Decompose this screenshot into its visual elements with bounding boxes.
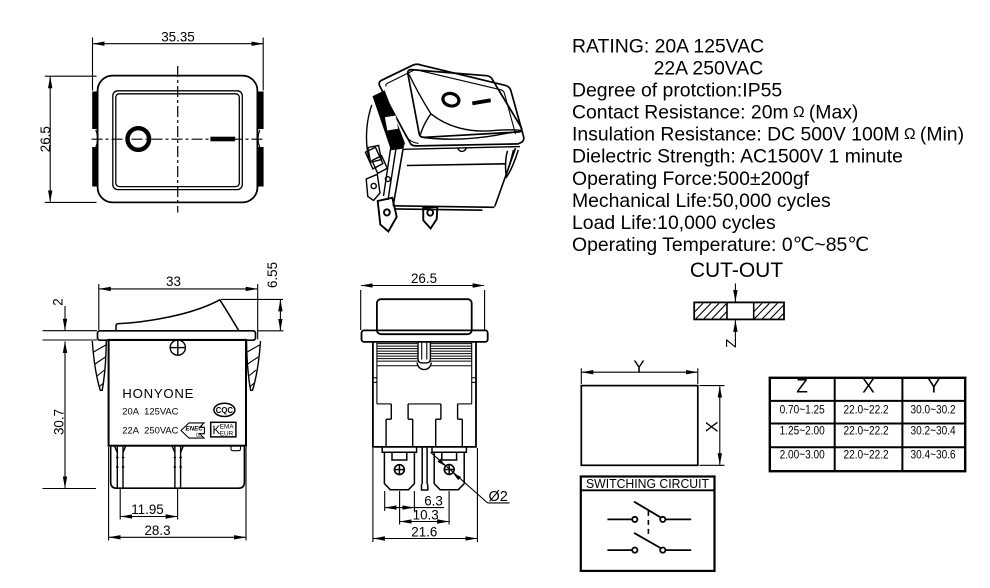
svg-text:EUR: EUR	[220, 430, 234, 437]
svg-text:30.4~30.6: 30.4~30.6	[911, 449, 956, 462]
svg-text:11.95: 11.95	[131, 502, 164, 517]
svg-text:K: K	[213, 425, 221, 437]
svg-text:Y: Y	[633, 357, 644, 376]
svg-text:2: 2	[51, 298, 66, 305]
svg-text:CQC: CQC	[216, 406, 234, 415]
svg-text:Operating Temperature: 0℃~85℃: Operating Temperature: 0℃~85℃	[572, 234, 869, 256]
svg-text:22.0~22.2: 22.0~22.2	[844, 403, 889, 416]
svg-text:6.3: 6.3	[424, 494, 443, 509]
svg-text:22A 250VAC: 22A 250VAC	[654, 58, 764, 80]
svg-text:Z: Z	[796, 377, 808, 398]
svg-text:1.25~2.00: 1.25~2.00	[780, 425, 825, 438]
svg-text:6.55: 6.55	[265, 262, 280, 288]
svg-text:Degree of protction:IP55: Degree of protction:IP55	[572, 80, 782, 102]
svg-text:21.6: 21.6	[411, 524, 437, 539]
svg-text:Load Life:10,000 cycles: Load Life:10,000 cycles	[572, 212, 776, 234]
svg-text:X: X	[862, 377, 875, 398]
svg-text:ENEC: ENEC	[186, 426, 204, 433]
svg-text:05: 05	[196, 433, 202, 439]
svg-text:SWITCHING CIRCUIT: SWITCHING CIRCUIT	[586, 476, 709, 491]
svg-text:26.5: 26.5	[38, 126, 53, 152]
svg-text:22.0~22.2: 22.0~22.2	[844, 425, 889, 438]
svg-text:26.5: 26.5	[411, 271, 437, 286]
svg-text:EMA: EMA	[220, 424, 235, 431]
svg-text:Y: Y	[927, 377, 940, 398]
svg-text:Contact Resistance: 20m Ω (Max: Contact Resistance: 20m Ω (Max)	[572, 102, 858, 124]
svg-text:30.0~30.2: 30.0~30.2	[911, 403, 956, 416]
svg-text:33: 33	[166, 274, 181, 289]
svg-text:35.35: 35.35	[161, 30, 195, 45]
svg-text:Z: Z	[723, 339, 740, 348]
svg-text:Insulation Resistance: DC 500V: Insulation Resistance: DC 500V 100M Ω (M…	[572, 124, 964, 146]
svg-text:RATING: 20A 125VAC: RATING: 20A 125VAC	[572, 35, 764, 57]
svg-text:28.3: 28.3	[144, 523, 170, 538]
svg-text:0.70~1.25: 0.70~1.25	[780, 403, 825, 416]
svg-text:10.3: 10.3	[413, 507, 439, 522]
svg-text:Mechanical Life:50,000 cycles: Mechanical Life:50,000 cycles	[572, 190, 831, 212]
svg-text:30.7: 30.7	[52, 409, 67, 435]
svg-text:HONYONE: HONYONE	[122, 386, 194, 401]
svg-text:Operating Force:500±200gf: Operating Force:500±200gf	[572, 168, 810, 190]
svg-text:30.2~30.4: 30.2~30.4	[911, 425, 956, 438]
svg-text:CUT-OUT: CUT-OUT	[690, 259, 783, 282]
svg-text:X: X	[703, 421, 722, 432]
svg-text:Dielectric Strength: AC1500V 1: Dielectric Strength: AC1500V 1 minute	[572, 146, 903, 168]
svg-text:20A 125VAC: 20A 125VAC	[122, 406, 178, 417]
svg-text:22.0~22.2: 22.0~22.2	[844, 449, 889, 462]
svg-text:Ø2: Ø2	[489, 489, 508, 505]
svg-text:22A 250VAC: 22A 250VAC	[122, 424, 178, 435]
svg-text:2.00~3.00: 2.00~3.00	[780, 449, 825, 462]
